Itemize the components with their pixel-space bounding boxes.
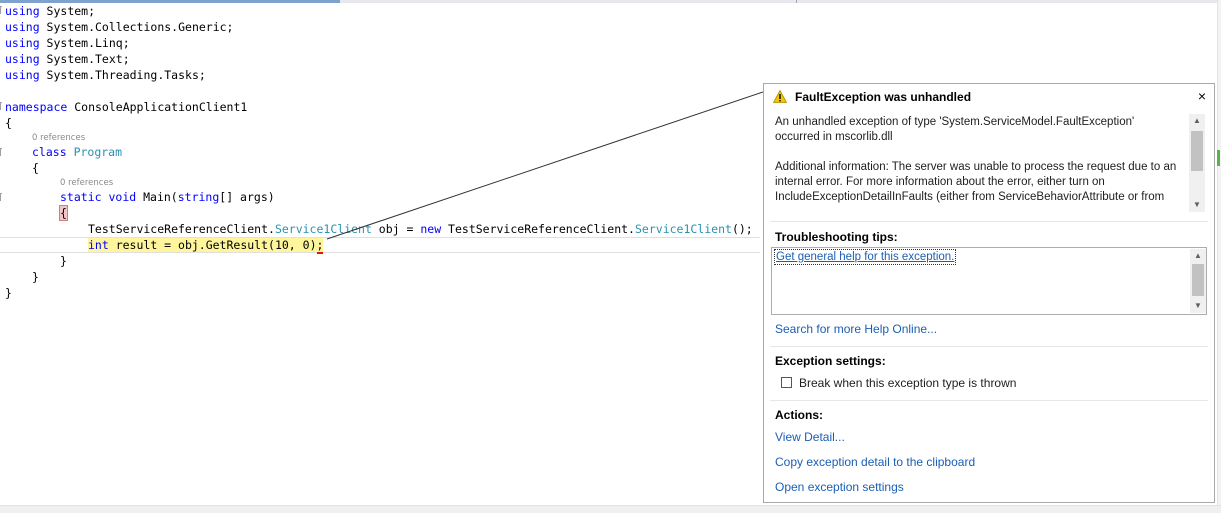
active-tab-indicator xyxy=(0,0,340,3)
editor-tab-strip xyxy=(0,0,1221,3)
scroll-up-icon[interactable]: ▲ xyxy=(1193,116,1201,125)
divider xyxy=(770,346,1208,347)
outline-marker[interactable] xyxy=(0,6,2,14)
troubleshooting-label: Troubleshooting tips: xyxy=(775,230,898,244)
actions-label: Actions: xyxy=(775,408,823,422)
exception-message: An unhandled exception of type 'System.S… xyxy=(775,116,1135,143)
change-marker xyxy=(1217,150,1220,166)
exception-header: FaultException was unhandled × xyxy=(764,84,1214,110)
close-button[interactable]: × xyxy=(1197,88,1207,104)
outline-marker[interactable] xyxy=(0,148,2,156)
search-help-online-link[interactable]: Search for more Help Online... xyxy=(775,322,938,336)
code-line-brace: { xyxy=(5,116,12,130)
code-line-namespace: namespace ConsoleApplicationClient1 xyxy=(5,100,248,114)
code-line-obj-declaration: TestServiceReferenceClient.Service1Clien… xyxy=(88,222,753,236)
scroll-up-icon[interactable]: ▲ xyxy=(1194,251,1202,260)
code-line-brace: { xyxy=(32,161,39,175)
divider xyxy=(770,221,1208,222)
code-line-using-3: using System.Linq; xyxy=(5,36,130,50)
code-line-brace: { xyxy=(59,205,68,221)
exception-additional-info: Additional information: The server was u… xyxy=(775,161,1177,203)
open-exception-settings-link[interactable]: Open exception settings xyxy=(775,480,904,494)
code-line-current-statement: int result = obj.GetResult(10, 0); xyxy=(88,238,324,254)
tips-scrollbar[interactable]: ▲ ▼ xyxy=(1190,249,1206,313)
message-scrollbar[interactable]: ▲ ▼ xyxy=(1189,114,1205,212)
code-line-brace: } xyxy=(5,286,12,300)
outline-marker[interactable] xyxy=(0,102,2,110)
view-detail-link[interactable]: View Detail... xyxy=(775,430,845,444)
code-line-brace: } xyxy=(32,270,39,284)
code-line-using-4: using System.Text; xyxy=(5,52,130,66)
scroll-thumb[interactable] xyxy=(1191,131,1203,171)
code-line-using-2: using System.Collections.Generic; xyxy=(5,20,234,34)
code-line-using-5: using System.Threading.Tasks; xyxy=(5,68,206,82)
codelens-references[interactable]: 0 references xyxy=(32,133,86,143)
outline-marker[interactable] xyxy=(0,193,2,201)
break-when-thrown-label[interactable]: Break when this exception type is thrown xyxy=(799,376,1017,390)
scroll-down-icon[interactable]: ▼ xyxy=(1194,301,1202,310)
code-line-method: static void Main(string[] args) xyxy=(60,190,275,204)
scroll-thumb[interactable] xyxy=(1192,264,1204,296)
code-line-using-1: using System; xyxy=(5,4,96,18)
column-guide-marker xyxy=(796,0,797,3)
code-line-brace: } xyxy=(60,254,67,268)
scroll-down-icon[interactable]: ▼ xyxy=(1193,200,1201,209)
warning-icon xyxy=(773,90,787,103)
exception-message-box: An unhandled exception of type 'System.S… xyxy=(765,111,1213,214)
code-line-class: class Program xyxy=(32,145,123,159)
error-squiggle: ; xyxy=(316,238,324,254)
exception-settings-label: Exception settings: xyxy=(775,354,886,368)
break-when-thrown-checkbox[interactable] xyxy=(781,377,792,388)
troubleshooting-tips-list[interactable]: Get general help for this exception. ▲ ▼ xyxy=(771,247,1207,315)
copy-exception-detail-link[interactable]: Copy exception detail to the clipboard xyxy=(775,455,976,469)
exception-assistant: FaultException was unhandled × An unhand… xyxy=(763,83,1215,503)
brace-match-highlight: { xyxy=(59,205,68,221)
codelens-references[interactable]: 0 references xyxy=(60,178,114,188)
editor-vertical-scrollbar[interactable] xyxy=(1217,0,1221,513)
editor-horizontal-scrollbar[interactable] xyxy=(0,505,1221,513)
general-help-link[interactable]: Get general help for this exception. xyxy=(773,249,957,265)
divider xyxy=(770,400,1208,401)
exception-title: FaultException was unhandled xyxy=(795,90,972,104)
